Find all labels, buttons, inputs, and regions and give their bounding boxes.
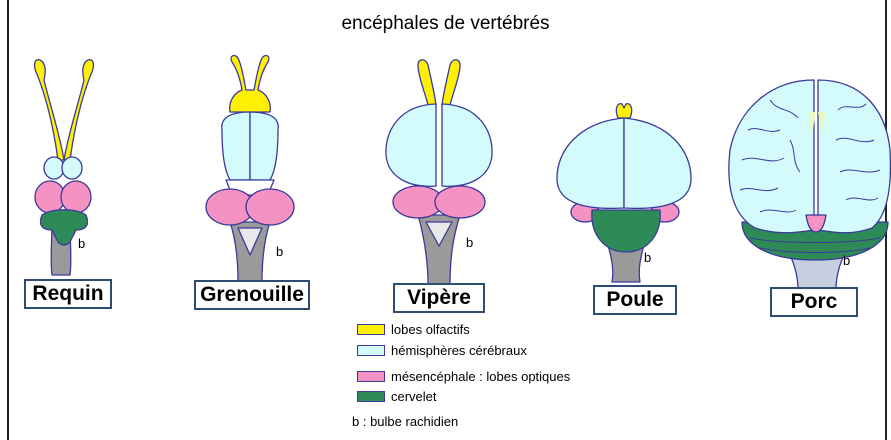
poule-olfactory — [616, 104, 631, 118]
requin-optic-right — [61, 181, 91, 213]
label-poule: Poule — [593, 285, 677, 315]
poule-cerebellum — [592, 210, 660, 252]
legend-label-olfactory: lobes olfactifs — [391, 322, 470, 337]
brain-vipere — [386, 60, 492, 285]
vipere-hemisphere-left — [386, 104, 436, 186]
legend-item-cerebellum: cervelet — [357, 387, 437, 405]
porc-hemisphere-right — [818, 80, 890, 233]
vipere-b-label: b — [466, 235, 473, 250]
legend-item-hemispheres: hémisphères cérébraux — [357, 341, 527, 359]
requin-olfactory-left — [35, 60, 64, 160]
legend-label-optic: mésencéphale : lobes optiques — [391, 369, 570, 384]
legend-swatch-optic — [357, 371, 385, 382]
poule-hemisphere-left — [557, 118, 624, 208]
vipere-olfactory-right — [442, 60, 460, 105]
label-porc: Porc — [770, 287, 858, 317]
legend-swatch-cerebellum — [357, 391, 385, 402]
poule-hemisphere-right — [624, 118, 691, 208]
brain-poule — [557, 104, 691, 282]
legend-label-cerebellum: cervelet — [391, 389, 437, 404]
grenouille-olfactory — [230, 55, 271, 112]
grenouille-b-label: b — [276, 244, 283, 259]
legend-item-optic: mésencéphale : lobes optiques — [357, 367, 570, 385]
requin-hemisphere-right — [62, 157, 82, 179]
brain-porc — [729, 80, 891, 290]
vipere-hemisphere-right — [442, 104, 492, 186]
label-vipere: Vipère — [393, 283, 485, 313]
grenouille-optic-right — [246, 189, 294, 225]
requin-b-label: b — [78, 236, 85, 251]
label-grenouille: Grenouille — [194, 280, 310, 310]
legend-item-olfactory: lobes olfactifs — [357, 320, 470, 338]
vipere-optic-right — [435, 186, 485, 218]
grenouille-hemisphere-right — [250, 112, 278, 180]
porc-b-label: b — [843, 253, 850, 268]
brains-illustration — [0, 0, 891, 427]
legend-swatch-olfactory — [357, 324, 385, 335]
poule-b-label: b — [644, 250, 651, 265]
legend-swatch-hemispheres — [357, 345, 385, 356]
requin-olfactory-right — [64, 60, 93, 160]
grenouille-hemisphere-left — [222, 112, 250, 180]
label-requin: Requin — [24, 279, 112, 309]
legend-label-hemispheres: hémisphères cérébraux — [391, 343, 527, 358]
requin-hemisphere-left — [44, 157, 64, 179]
vipere-olfactory-left — [418, 60, 436, 105]
